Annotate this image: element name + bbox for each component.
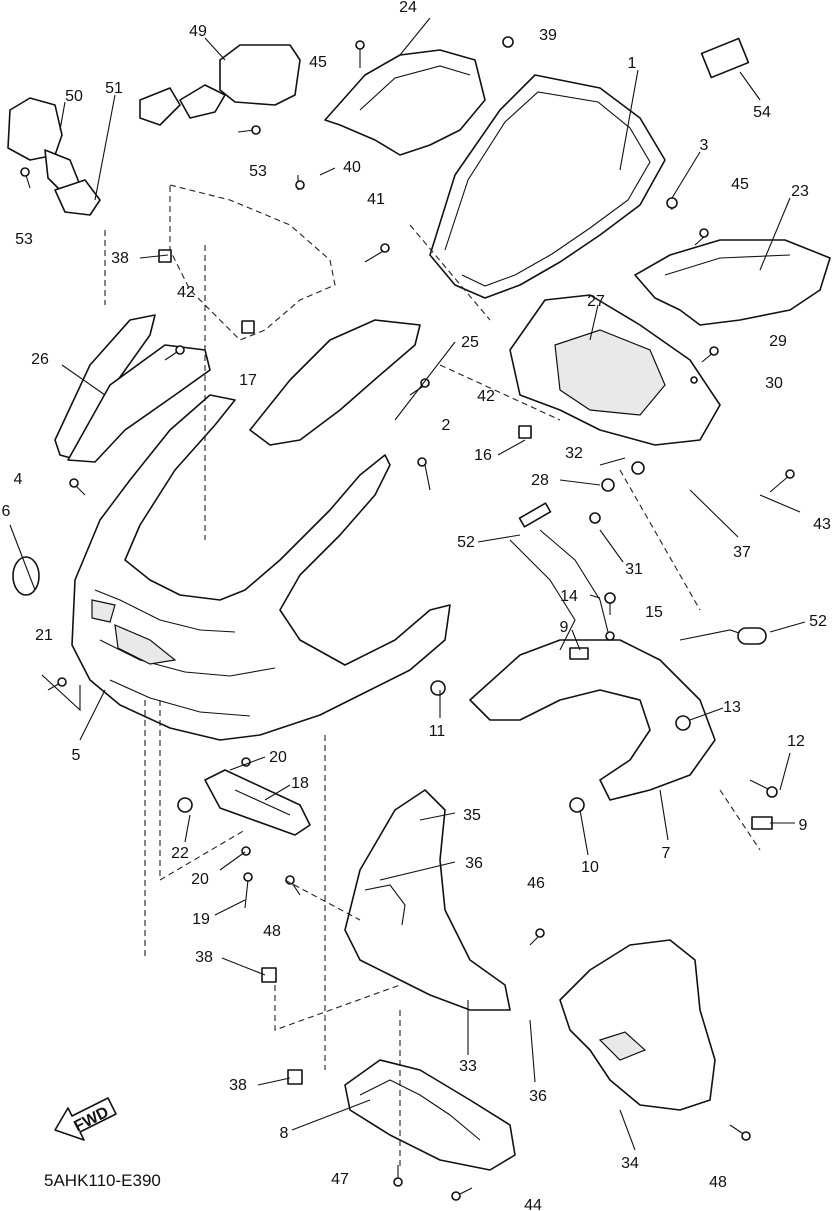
- headlight-bracket: [509, 294, 721, 446]
- mirror-left: [7, 97, 101, 216]
- callout-8: 8: [280, 1125, 289, 1142]
- callout-5: 5: [72, 747, 81, 764]
- callout-51: 51: [105, 80, 123, 97]
- callout-42: 42: [477, 388, 495, 405]
- callout-29: 29: [769, 333, 787, 350]
- callout-3: 3: [700, 137, 709, 154]
- callout-53: 53: [15, 231, 33, 248]
- callout-23: 23: [791, 183, 809, 200]
- callout-19: 19: [192, 911, 210, 928]
- callout-20: 20: [269, 749, 287, 766]
- callout-26: 26: [31, 351, 49, 368]
- small-fasteners: [158, 249, 773, 1085]
- callout-1: 1: [628, 55, 637, 72]
- callout-48: 48: [709, 1174, 727, 1191]
- leader-lines: [9, 17, 806, 1151]
- callout-35: 35: [463, 807, 481, 824]
- callout-39: 39: [539, 27, 557, 44]
- callout-16: 16: [474, 447, 492, 464]
- air-duct-right: [559, 939, 716, 1111]
- callout-45: 45: [309, 54, 327, 71]
- mirror-right: [139, 44, 301, 126]
- inner-panel-upper: [324, 49, 486, 156]
- callout-36: 36: [529, 1088, 547, 1105]
- side-cover-right: [634, 239, 831, 326]
- callout-13: 13: [723, 699, 741, 716]
- callout-32: 32: [565, 445, 583, 462]
- callout-25: 25: [461, 334, 479, 351]
- inner-panel-left: [169, 184, 336, 341]
- callout-9: 9: [799, 817, 808, 834]
- callout-7: 7: [662, 845, 671, 862]
- callout-33: 33: [459, 1058, 477, 1075]
- callout-46: 46: [527, 875, 545, 892]
- side-panel-left: [54, 314, 211, 463]
- callout-27: 27: [587, 293, 605, 310]
- callout-38: 38: [111, 250, 129, 267]
- inner-duct-panel: [249, 319, 421, 446]
- callout-36: 36: [465, 855, 483, 872]
- callout-6: 6: [2, 503, 11, 520]
- emblem: [12, 556, 40, 596]
- callout-22: 22: [171, 845, 189, 862]
- bolts: [20, 36, 795, 1201]
- callout-50: 50: [65, 88, 83, 105]
- callout-38: 38: [195, 949, 213, 966]
- callout-9: 9: [560, 619, 569, 636]
- callout-15: 15: [645, 604, 663, 621]
- fwd-arrow-icon: FWD: [54, 1097, 117, 1141]
- callout-49: 49: [189, 23, 207, 40]
- front-fairing: [71, 394, 451, 741]
- callout-2: 2: [442, 417, 451, 434]
- callout-52: 52: [457, 534, 475, 551]
- callout-24: 24: [399, 0, 417, 16]
- callout-21: 21: [35, 627, 53, 644]
- callout-40: 40: [343, 159, 361, 176]
- callout-18: 18: [291, 775, 309, 792]
- sticker: [700, 37, 750, 79]
- callout-43: 43: [813, 516, 831, 533]
- fairing-stay: [469, 529, 761, 801]
- callout-45: 45: [731, 176, 749, 193]
- windshield: [429, 74, 666, 299]
- callout-53: 53: [249, 163, 267, 180]
- callout-38: 38: [229, 1077, 247, 1094]
- callout-31: 31: [625, 561, 643, 578]
- callout-54: 54: [753, 104, 771, 121]
- callout-42: 42: [177, 284, 195, 301]
- callout-48: 48: [263, 923, 281, 940]
- callout-41: 41: [367, 191, 385, 208]
- lower-air-guide: [344, 1059, 516, 1171]
- intake-grille: [204, 769, 311, 836]
- diagram-code: 5AHK110-E390: [44, 1171, 161, 1190]
- callout-4: 4: [14, 471, 23, 488]
- air-duct: [344, 789, 511, 1011]
- callout-30: 30: [765, 375, 783, 392]
- callout-37: 37: [733, 544, 751, 561]
- callout-34: 34: [621, 1155, 639, 1172]
- callout-11: 11: [429, 723, 446, 740]
- callout-44: 44: [524, 1197, 542, 1211]
- callout-17: 17: [239, 372, 257, 389]
- callout-12: 12: [787, 733, 805, 750]
- callout-47: 47: [331, 1171, 349, 1188]
- callout-52: 52: [809, 613, 827, 630]
- callout-20: 20: [191, 871, 209, 888]
- callout-28: 28: [531, 472, 549, 489]
- callout-10: 10: [581, 859, 599, 876]
- callout-14: 14: [560, 588, 578, 605]
- assembly-lines: [104, 224, 761, 1170]
